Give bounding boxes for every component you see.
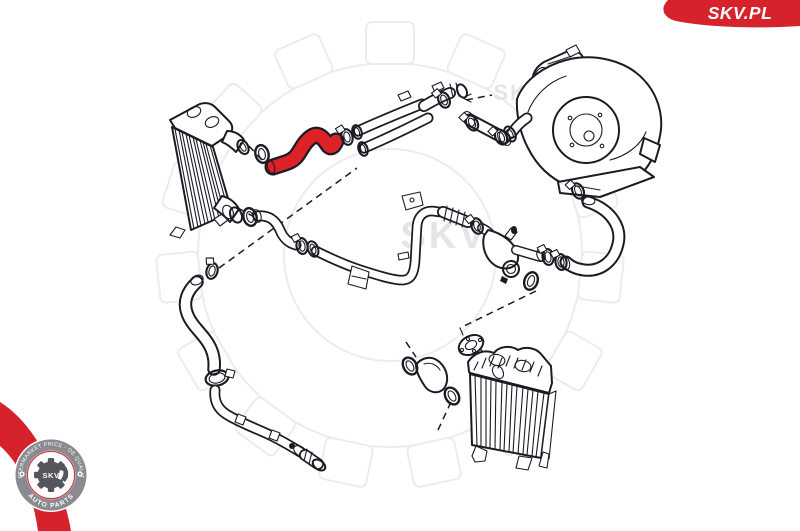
lower-pipe [209,384,327,472]
badge-arc-top-text: AFTERMARKET PRICE - OE QUALITY [0,0,84,479]
turbocharger [503,44,663,198]
elbow-branch [482,226,546,284]
s-hose [178,274,236,387]
c-hose [559,194,626,277]
y-pipe [351,81,469,157]
elbow-connector [415,356,449,394]
badge-gear-icon [34,458,69,492]
logo-text: SKV.PL [708,3,773,23]
badge-center-text: SKV [43,471,60,480]
logo-ribbon: SKV.PL [663,0,800,28]
intercooler-right [467,345,557,471]
highlighted-charge-hose [264,126,345,176]
svg-text:AFTERMARKET PRICE - OE QUALITY: AFTERMARKET PRICE - OE QUALITY [0,0,84,479]
assembly-dashes [218,93,537,431]
diagram [169,44,663,472]
intercooler-left [169,102,250,239]
